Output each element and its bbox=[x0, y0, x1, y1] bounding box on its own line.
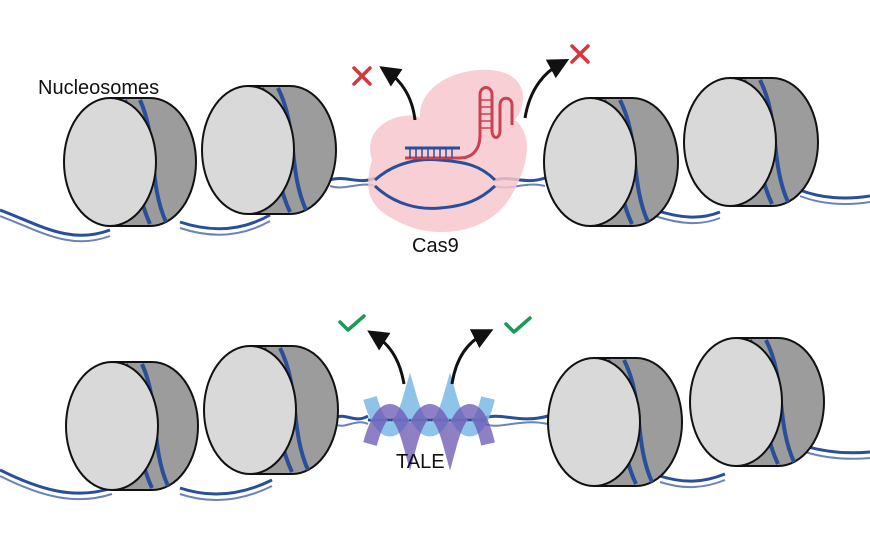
nucleosome bbox=[63, 97, 197, 227]
x-mark-icon bbox=[352, 66, 372, 86]
tale-protein bbox=[363, 372, 495, 471]
x-mark-icon bbox=[570, 44, 590, 64]
nucleosome bbox=[547, 357, 683, 487]
guide-rna bbox=[459, 86, 514, 160]
nucleosomes-label: Nucleosomes bbox=[38, 77, 159, 99]
allowed-arrow-left bbox=[367, 330, 406, 385]
nucleosome bbox=[689, 337, 825, 467]
blocked-arrow-left bbox=[379, 66, 417, 121]
check-mark-icon bbox=[338, 314, 366, 332]
dna-strand-bottom bbox=[0, 414, 870, 502]
cas9-panel: Nucleosomes Cas9 bbox=[0, 44, 870, 257]
nucleosome bbox=[65, 361, 199, 491]
nucleosome bbox=[543, 97, 679, 227]
dna-strand-top bbox=[0, 176, 870, 243]
nucleosome bbox=[201, 85, 337, 215]
nucleosome bbox=[683, 77, 819, 207]
cas9-complex bbox=[368, 69, 527, 233]
allowed-arrow-right bbox=[450, 329, 494, 385]
cas9-label: Cas9 bbox=[412, 235, 459, 257]
blocked-arrow-right bbox=[523, 59, 570, 119]
check-mark-icon bbox=[504, 316, 532, 334]
tale-panel: TALE bbox=[0, 314, 870, 502]
tale-label: TALE bbox=[396, 451, 445, 473]
nucleosome bbox=[203, 345, 339, 475]
